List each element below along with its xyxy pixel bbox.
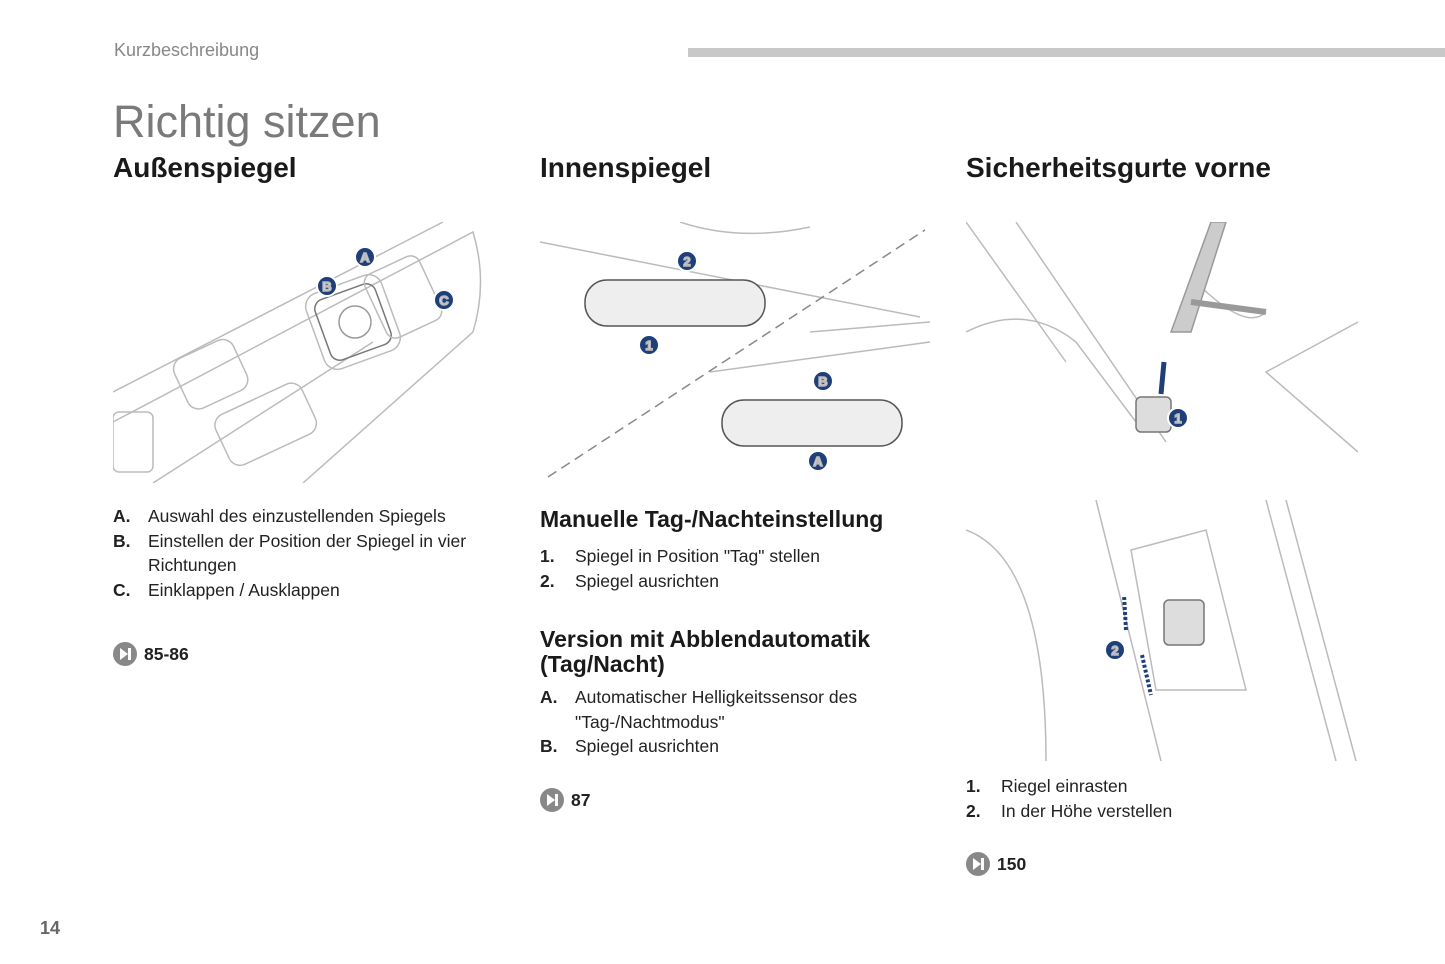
legend-text: Riegel einrasten	[1001, 776, 1128, 796]
marker-A: A	[354, 246, 376, 268]
innenspiegel-text: Manuelle Tag-/Nachteinstellung 1. Spiegel…	[540, 507, 920, 759]
svg-text:A: A	[813, 454, 823, 469]
page-reference-link[interactable]: 85-86	[113, 642, 189, 666]
svg-text:B: B	[322, 279, 331, 294]
marker-B: B	[316, 275, 338, 297]
svg-text:B: B	[818, 374, 827, 389]
legend-key: 1.	[540, 546, 555, 566]
page-reference-text: 87	[571, 789, 591, 810]
marker-2: 2	[1104, 639, 1126, 661]
page-reference-icon	[540, 788, 564, 812]
legend-text: Spiegel ausrichten	[575, 570, 719, 591]
legend-text: In der Höhe verstellen	[1001, 800, 1173, 821]
seatbelt-buckle-illustration: 1	[966, 222, 1358, 483]
page-reference-icon	[113, 642, 137, 666]
section-label: Kurzbeschreibung	[114, 40, 260, 60]
gurte-legend: 1. Riegel einrasten 2. In der Höhe verstel…	[966, 774, 1356, 823]
legend-key: B.	[540, 736, 558, 756]
marker-A: A	[807, 450, 829, 472]
page-title: Richtig sitzen	[113, 96, 381, 147]
legend-key: A.	[540, 687, 558, 707]
page-reference-text: 85-86	[144, 643, 189, 664]
header-bar	[688, 48, 1445, 57]
page-number: 14	[40, 918, 61, 938]
heading-innenspiegel: Innenspiegel	[540, 152, 712, 183]
legend-key: 1.	[966, 776, 981, 796]
marker-B: B	[812, 370, 834, 392]
marker-2: 2	[676, 250, 698, 272]
legend-text: Spiegel ausrichten	[575, 736, 719, 756]
svg-text:A: A	[360, 250, 370, 265]
interior-mirror-illustration: 1 2 A B	[540, 222, 932, 483]
seatbelt-height-illustration: 2	[966, 500, 1358, 761]
subheading-manual: Manuelle Tag-/Nachteinstellung	[540, 506, 884, 532]
page-reference-link[interactable]: 150	[966, 852, 1026, 876]
page-reference-icon	[966, 852, 990, 876]
marker-C: C	[433, 289, 455, 311]
legend-text: Einstellen der Position der Spiegel in v…	[148, 530, 467, 576]
page-reference-text: 150	[997, 853, 1027, 874]
svg-text:1: 1	[1174, 411, 1181, 426]
legend-key: 2.	[966, 800, 981, 821]
heading-aussenspiegel: Außenspiegel	[113, 152, 297, 183]
page-reference-link[interactable]: 87	[540, 788, 590, 812]
legend-key: B.	[113, 530, 131, 551]
svg-text:1: 1	[645, 338, 652, 353]
heading-sicherheitsgurte: Sicherheitsgurte vorne	[966, 152, 1271, 183]
legend-key: C.	[113, 579, 131, 600]
legend-text: Einklappen / Ausklappen	[148, 579, 340, 600]
legend-text: Auswahl des einzustellenden Spiegels	[148, 506, 446, 526]
svg-text:2: 2	[683, 254, 690, 269]
mirror-control-illustration: A B C	[113, 222, 487, 483]
legend-key: A.	[113, 506, 131, 526]
svg-text:2: 2	[1111, 643, 1118, 658]
legend-text: Spiegel in Position "Tag" stellen	[575, 546, 820, 566]
marker-1: 1	[638, 334, 660, 356]
legend-text: Automatischer Helligkeitssensor des "Tag…	[575, 687, 858, 732]
subheading-automatic: Version mit Abblendautomatik (Tag/Nacht)	[540, 626, 871, 677]
svg-text:C: C	[439, 293, 449, 308]
marker-1: 1	[1167, 407, 1189, 429]
legend-key: 2.	[540, 570, 555, 591]
aussenspiegel-legend: A. Auswahl des einzustellenden Spiegels B…	[113, 504, 503, 602]
